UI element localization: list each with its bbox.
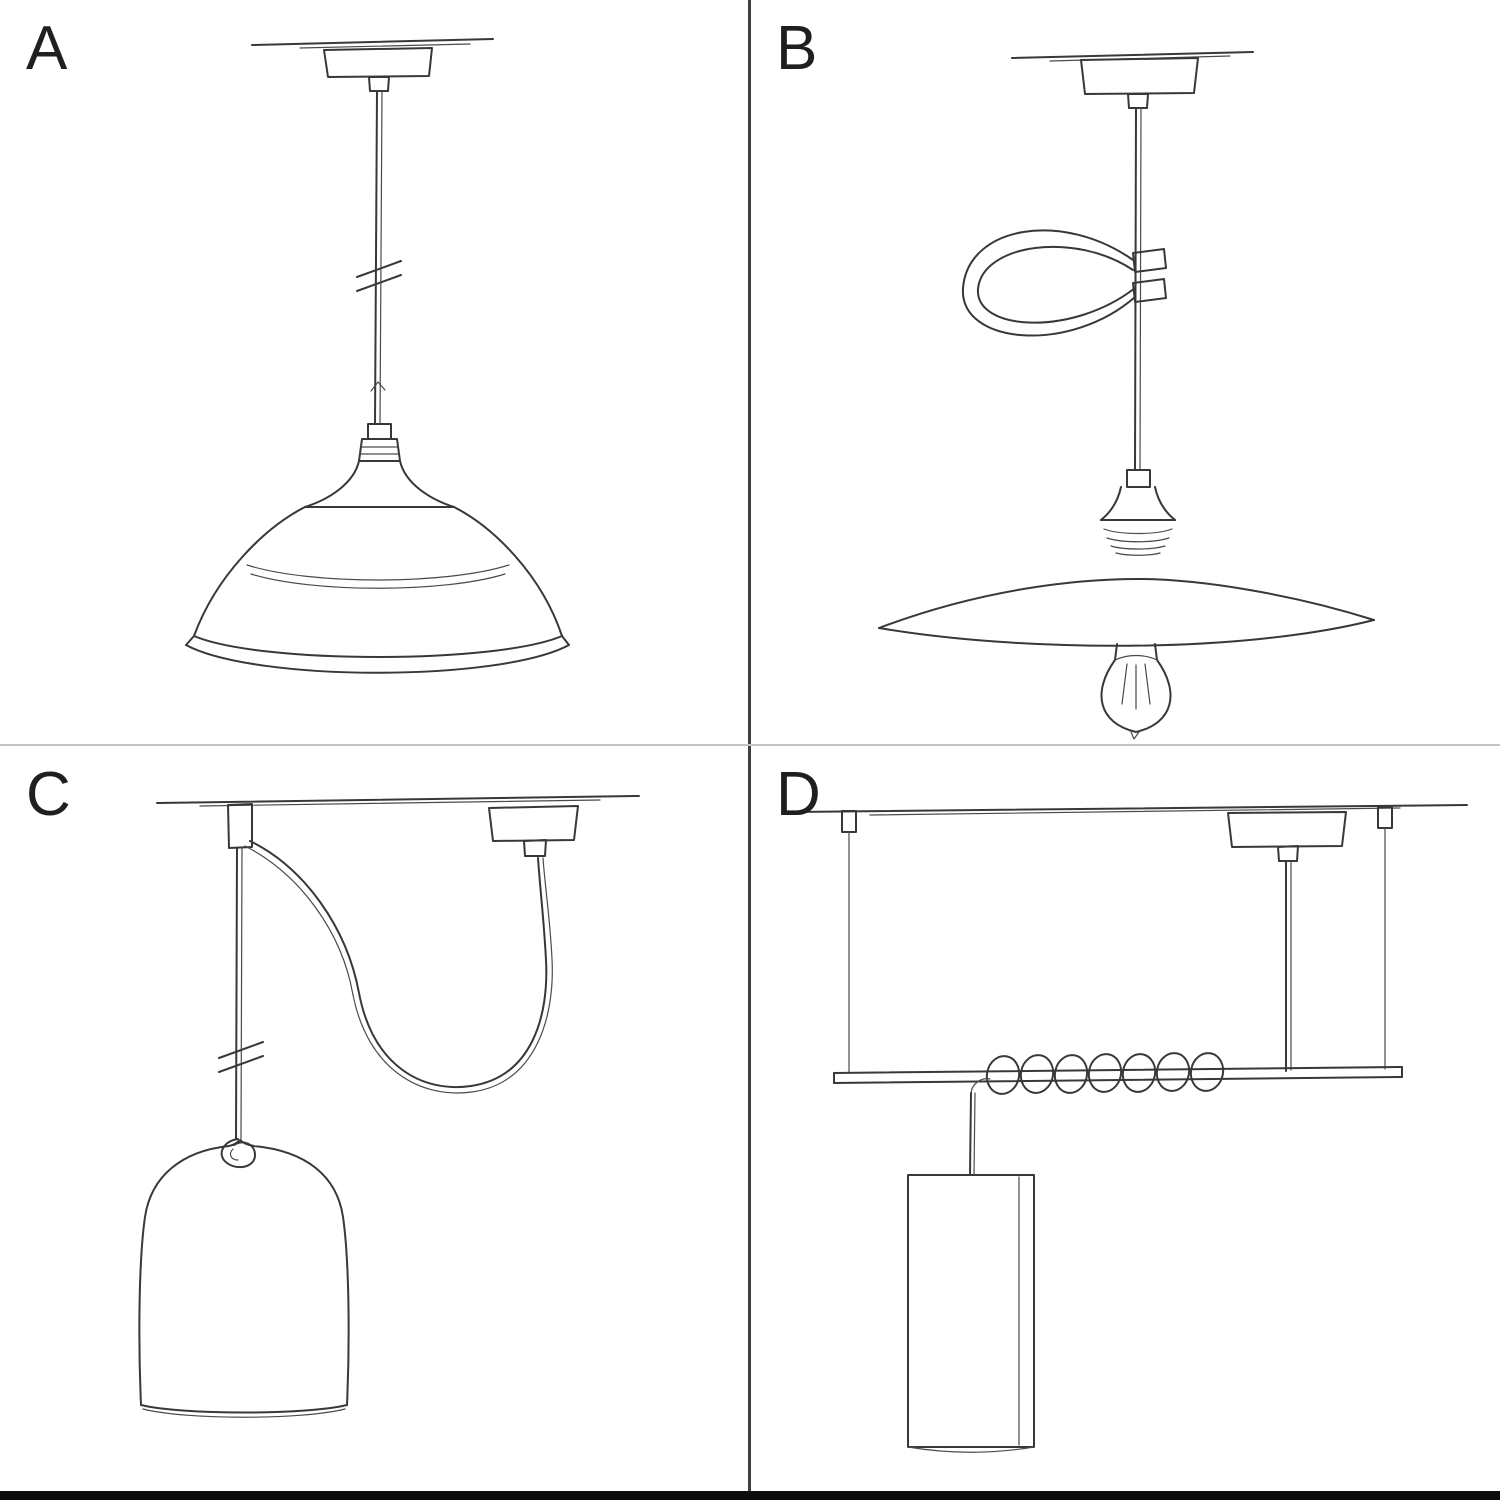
pendant-flat-shade-bulb-sketch	[878, 51, 1375, 740]
left-suspension-wire	[841, 810, 857, 1074]
panel-d: D	[750, 746, 1500, 1491]
panel-b-label: B	[776, 14, 819, 83]
panel-a: A	[0, 0, 750, 745]
cable-knot	[220, 1138, 256, 1169]
industrial-shade	[185, 506, 570, 674]
ceiling-line	[156, 795, 640, 807]
panel-a-label: A	[26, 14, 69, 83]
cable-clip-with-loop	[961, 229, 1167, 337]
ceiling-canopy	[1227, 811, 1347, 1072]
ceiling-line	[251, 38, 494, 49]
panel-b: B	[750, 0, 1500, 745]
bottom-border-bar	[0, 1491, 1500, 1500]
lamp-holder	[1100, 469, 1176, 556]
drop-cable	[218, 847, 264, 1140]
ceiling-line	[791, 804, 1468, 816]
ceiling-canopy	[323, 47, 433, 92]
lamp-holder	[304, 423, 455, 508]
pendant-industrial-shade-sketch	[185, 38, 570, 674]
panel-d-label: D	[776, 760, 822, 829]
ceiling-canopy	[488, 805, 579, 857]
panel-c: C	[0, 746, 750, 1491]
horizontal-divider	[0, 744, 1500, 746]
ceiling-canopy	[1080, 57, 1199, 109]
horizontal-bar	[833, 1066, 1403, 1084]
right-suspension-wire	[1377, 806, 1393, 1070]
bell-shade	[138, 1139, 350, 1418]
coiled-cable	[970, 1052, 1225, 1095]
drop-cable	[969, 1092, 976, 1176]
edison-bulb	[1100, 643, 1172, 740]
flat-plate-shade	[878, 578, 1375, 647]
swag-cable	[244, 840, 553, 1094]
swag-pendant-bell-shade-sketch	[138, 795, 640, 1418]
ceiling-hook	[227, 803, 253, 849]
pendant-cable	[356, 90, 402, 425]
panel-c-label: C	[26, 760, 72, 829]
cylinder-shade	[907, 1174, 1035, 1453]
bar-suspension-cylinder-pendant-sketch	[791, 804, 1468, 1453]
pendant-cable	[1134, 107, 1142, 471]
